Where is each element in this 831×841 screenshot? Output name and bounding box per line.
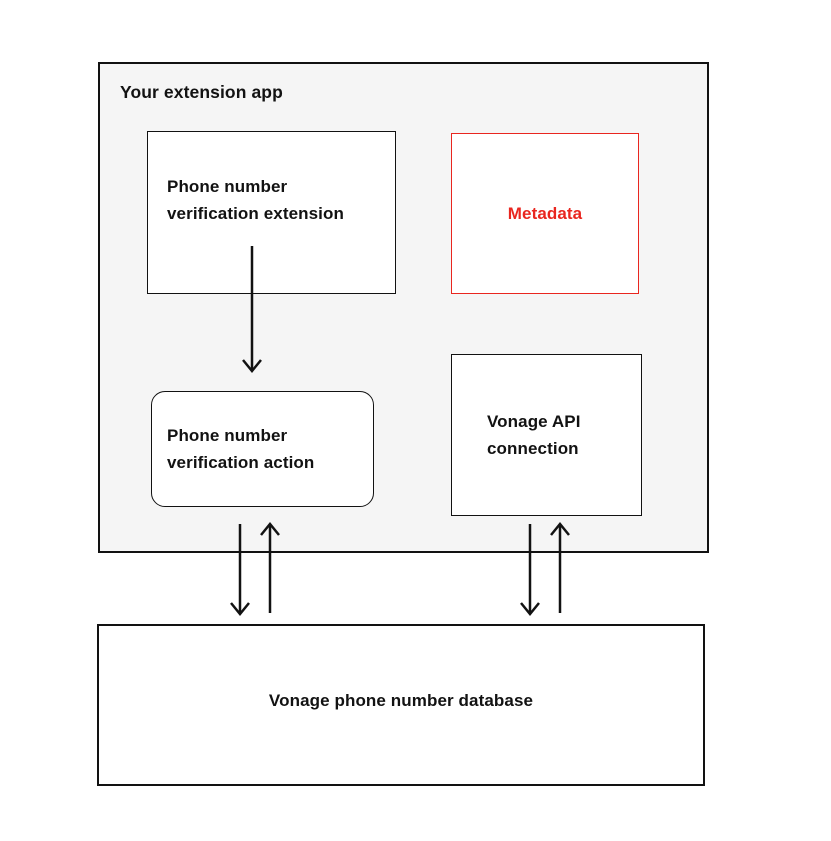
node-vonage-api-connection: Vonage API connection — [451, 354, 642, 516]
node-metadata: Metadata — [451, 133, 639, 294]
node-metadata-label: Metadata — [507, 204, 583, 223]
extension-app-container-label: Your extension app — [120, 82, 283, 102]
extension-app-container: Your extension app Phone number verifica… — [98, 62, 709, 553]
node-phone-verification-extension-label: Phone number verification extension — [167, 177, 344, 223]
node-vonage-phone-number-database: Vonage phone number database — [97, 624, 705, 786]
node-phone-verification-action: Phone number verification action — [151, 391, 374, 507]
node-phone-verification-extension: Phone number verification extension — [147, 131, 396, 294]
node-vonage-phone-number-database-label: Vonage phone number database — [268, 690, 534, 710]
node-phone-verification-action-label: Phone number verification action — [167, 426, 315, 472]
node-vonage-api-connection-label: Vonage API connection — [487, 412, 581, 458]
